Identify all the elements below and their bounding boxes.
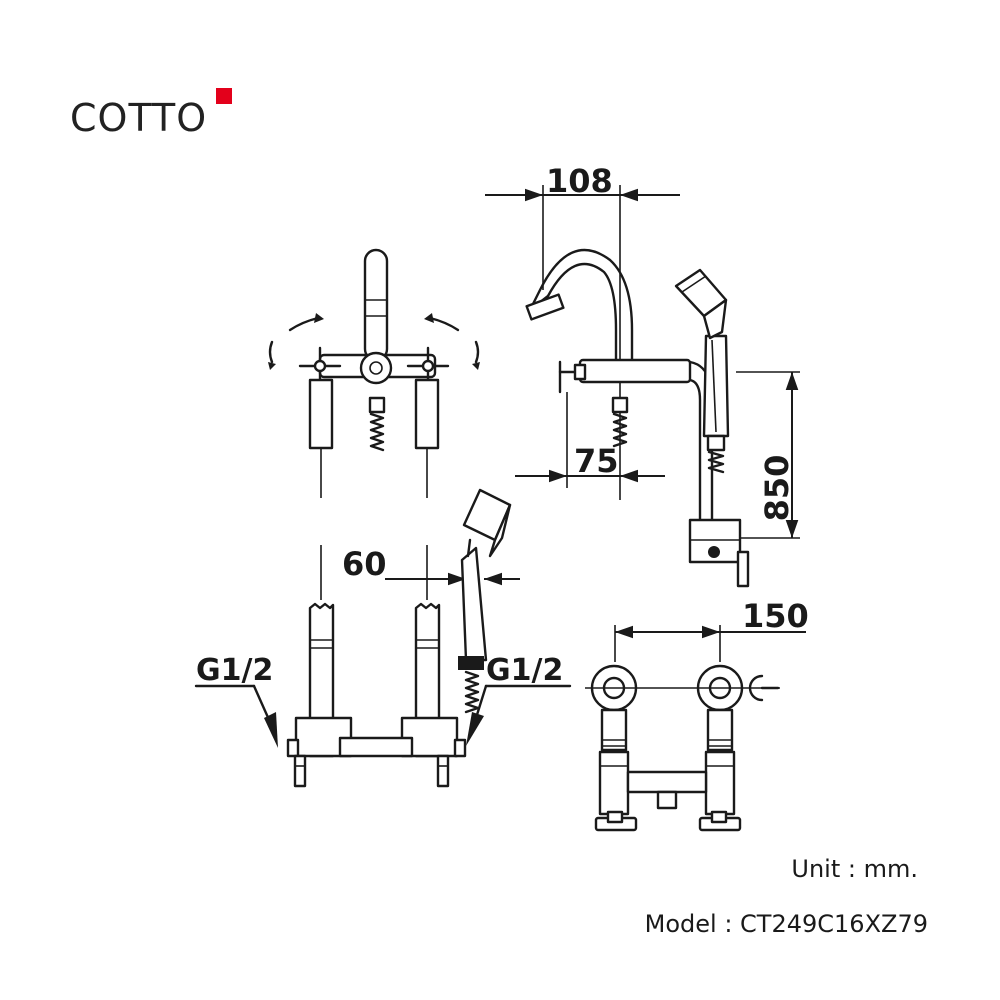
- dim-side-offset: 60: [342, 545, 387, 583]
- side-hand-shower-handle: [702, 334, 730, 438]
- model-note: Model : CT249C16XZ79: [644, 910, 928, 938]
- label-right-inlet: G1/2: [486, 653, 563, 688]
- right-inlet-arrowhead-icon: [466, 712, 484, 746]
- rear-bridge: [338, 736, 414, 758]
- bottom-right-upper-leg: [706, 708, 734, 752]
- bottom-cold-indicator-icon: [748, 674, 764, 702]
- side-view: 108 75: [485, 162, 800, 588]
- bottom-center-outlet: [656, 790, 678, 810]
- front-left-leg: [308, 378, 334, 450]
- side-spout-inner: [546, 262, 618, 362]
- rotation-arrowhead-icon: [424, 313, 434, 323]
- rotation-arrowhead-icon: [268, 362, 276, 370]
- rear-hose-clamp: [458, 656, 484, 670]
- unit-note: Unit : mm.: [791, 855, 918, 883]
- front-spout: [363, 248, 389, 362]
- dim-hand-shower-height: 850: [758, 455, 796, 522]
- side-base-screw-icon: [708, 546, 720, 558]
- front-center-hub: [359, 351, 393, 385]
- bottom-left-body: [598, 750, 630, 816]
- side-body: [578, 358, 692, 384]
- front-view: [268, 248, 480, 498]
- rear-right-bolt: [436, 754, 450, 788]
- front-right-leg: [414, 378, 440, 450]
- rear-left-bolt: [293, 754, 307, 788]
- front-hose-connector: [368, 396, 386, 414]
- rotation-arrowhead-icon: [314, 313, 324, 323]
- brand-red-square-icon: [216, 88, 232, 104]
- brand-logo-text: COTTO: [70, 96, 208, 140]
- left-inlet-arrowhead-icon: [264, 712, 278, 748]
- rotation-arrowhead-icon: [472, 362, 480, 370]
- brand-logo: COTTO: [70, 96, 207, 140]
- label-left-inlet: G1/2: [196, 653, 273, 688]
- side-spout-outer: [528, 248, 634, 362]
- side-hose-connector: [611, 396, 629, 414]
- bottom-left-upper-leg: [600, 708, 628, 752]
- rotation-arrow-icon: [428, 316, 460, 332]
- bottom-right-body: [704, 750, 736, 816]
- bottom-bridge: [626, 770, 708, 794]
- rotation-arrow-icon: [288, 316, 320, 332]
- dim-center-distance: 150: [742, 597, 809, 635]
- bottom-view: 150: [585, 597, 809, 832]
- rotation-arrow-icon: [474, 340, 480, 364]
- side-spout-outlet: [525, 293, 565, 321]
- rear-view: 60 G1/2: [194, 488, 572, 788]
- rotation-arrow-icon: [268, 340, 274, 364]
- front-hose-thread: [369, 412, 385, 452]
- rear-hand-shower-handle: [460, 546, 488, 662]
- dim-spout-reach: 108: [546, 162, 613, 200]
- side-base-bolt: [736, 550, 750, 588]
- dim-outlet-offset: 75: [574, 442, 619, 480]
- side-hose-thread: [612, 412, 628, 448]
